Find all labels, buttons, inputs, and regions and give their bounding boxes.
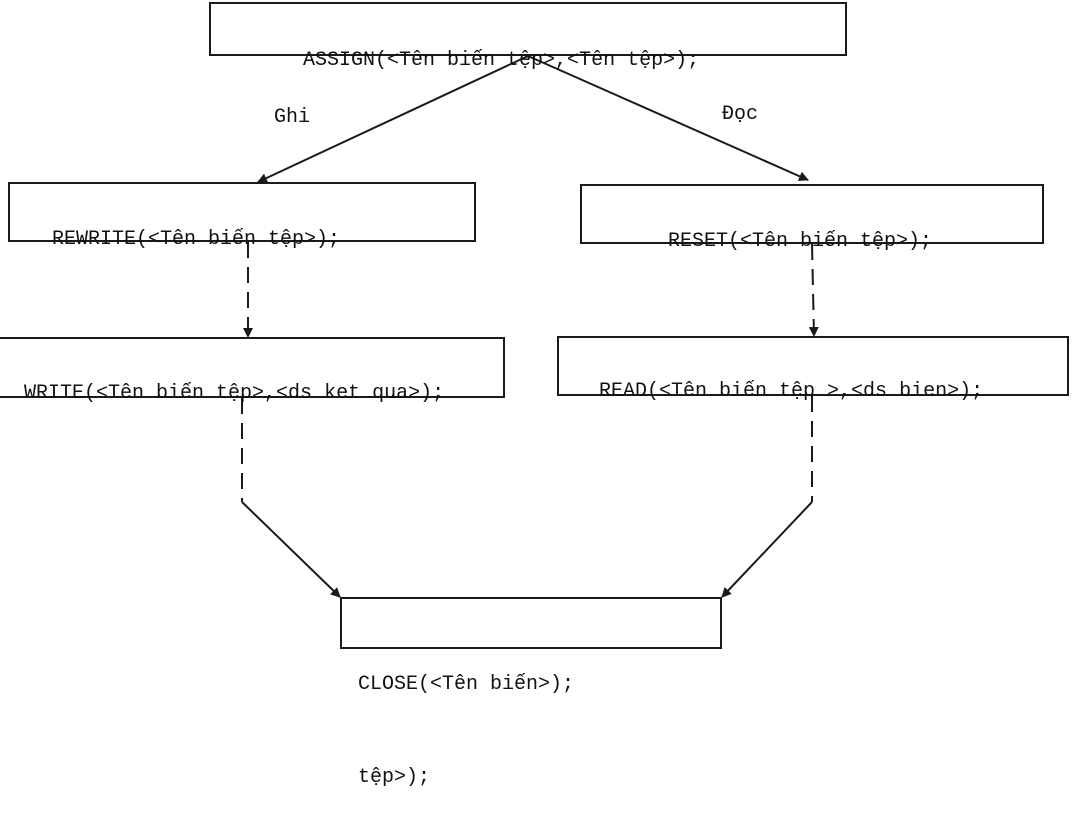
rewrite-box: REWRITE(<Tên biến tệp>); <box>8 182 476 251</box>
branch-write-label: Ghi <box>274 106 311 129</box>
arrow-assign-to-rewrite <box>257 55 529 183</box>
arrow-write-to-close <box>241 501 341 598</box>
connector-lines <box>241 55 819 598</box>
arrow-reset-to-read <box>808 243 819 337</box>
rewrite-text: REWRITE(<Tên biến tệp>); <box>52 228 341 251</box>
read-text: READ(<Tên biến tệp >,<ds bien>); <box>599 380 984 403</box>
arrow-assign-to-reset <box>527 55 809 181</box>
reset-box: RESET(<Tên biến tệp>); <box>580 184 1044 253</box>
close-box: CLOSE(<Tên biến>); tệp>); <box>340 597 722 789</box>
close-text-line1: CLOSE(<Tên biến>); <box>358 673 575 696</box>
write-box: WRITE(<Tên biến tệp>,<ds ket qua>); <box>0 337 505 405</box>
arrow-read-to-close <box>721 501 813 598</box>
write-text: WRITE(<Tên biến tệp>,<ds ket qua>); <box>24 382 445 405</box>
reset-text: RESET(<Tên biến tệp>); <box>668 230 933 253</box>
read-box: READ(<Tên biến tệp >,<ds bien>); <box>557 336 1069 403</box>
assign-box: ASSIGN(<Tên biến tệp>,<Tên tệp>); <box>209 2 847 72</box>
close-text-line2: tệp>); <box>358 766 431 789</box>
assign-text: ASSIGN(<Tên biến tệp>,<Tên tệp>); <box>303 49 700 72</box>
branch-read-label: Đọc <box>722 103 759 126</box>
